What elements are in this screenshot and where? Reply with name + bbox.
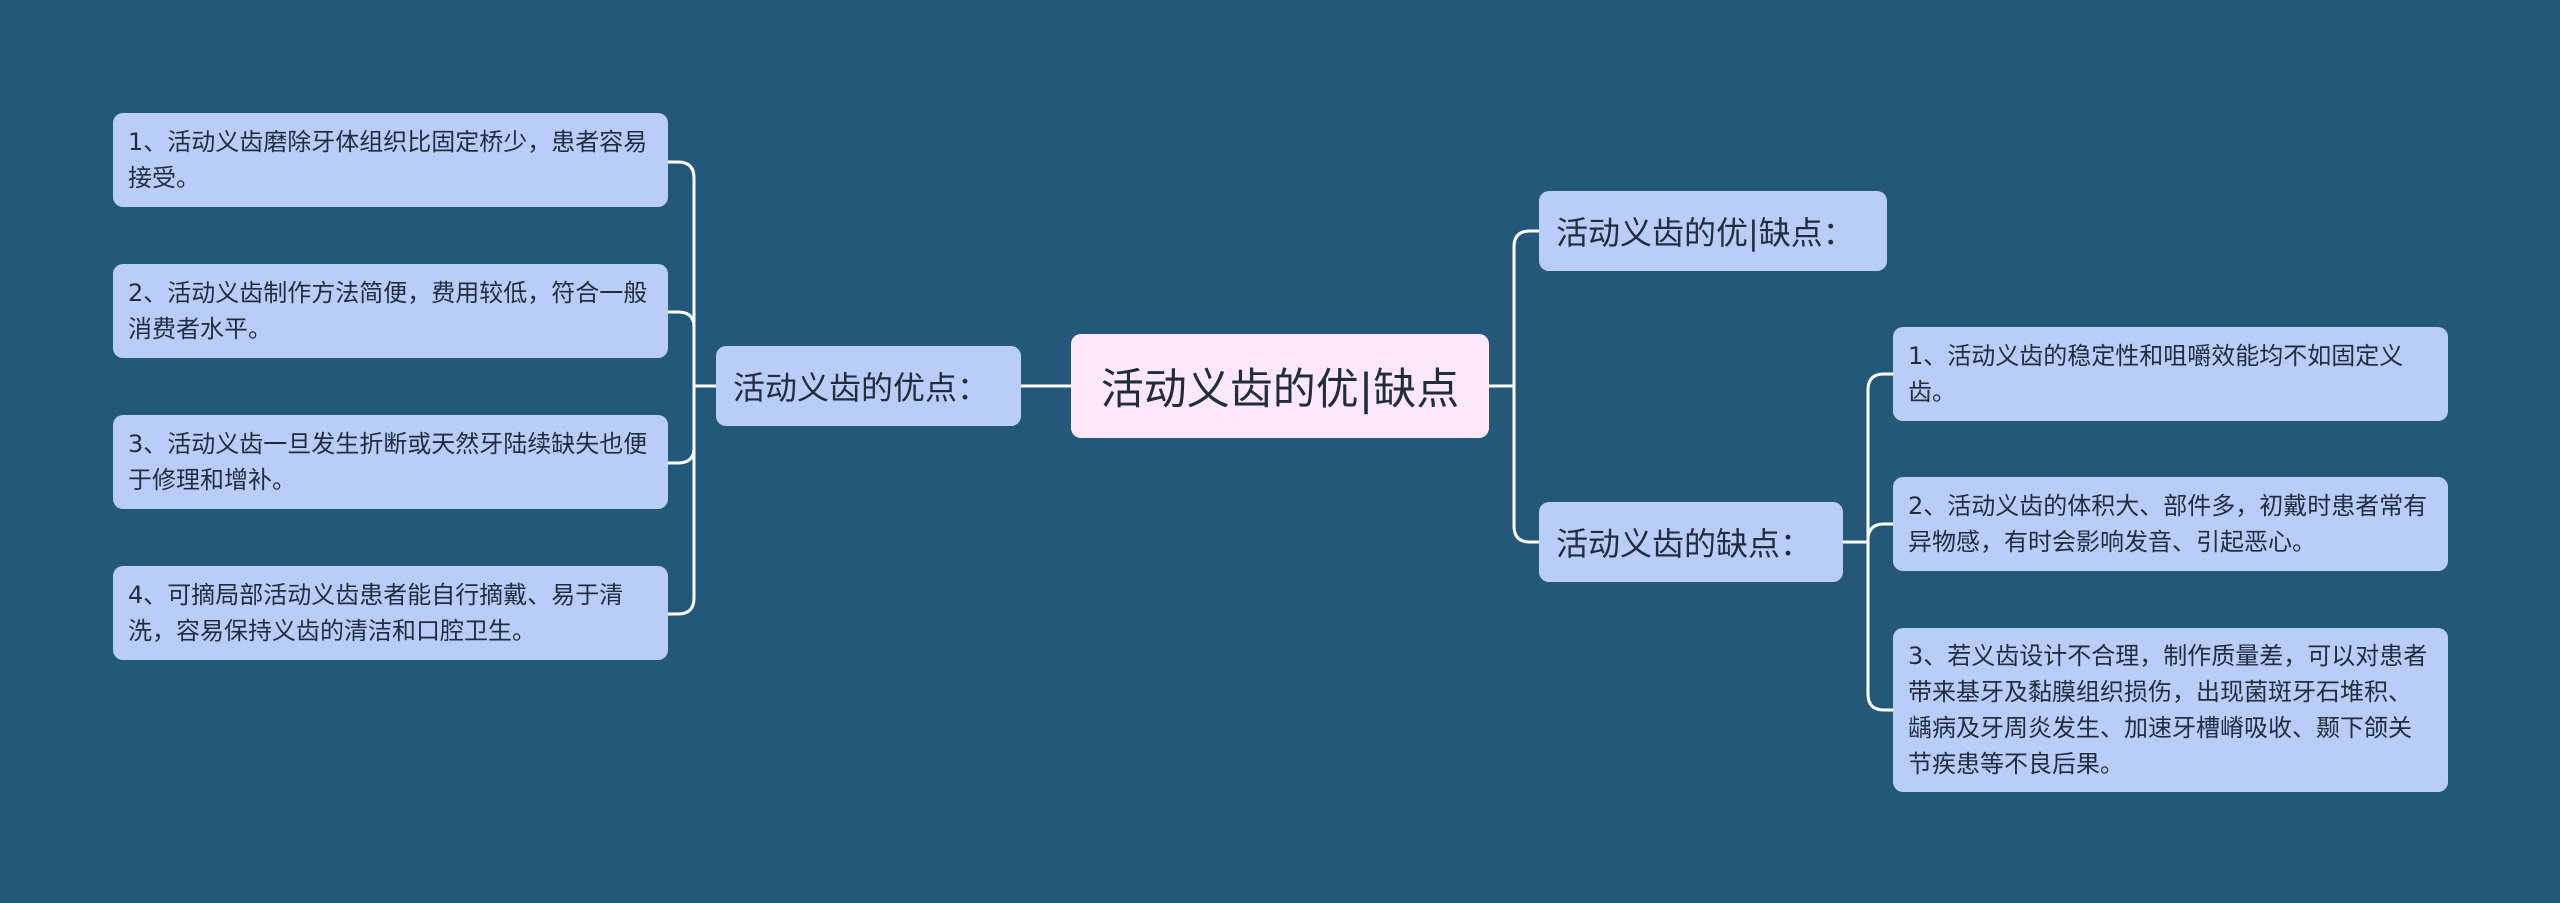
branch-advantages-label: 活动义齿的优点： (733, 369, 990, 407)
root-node[interactable]: 活动义齿的优|缺点 (1071, 334, 1489, 438)
leaf-text: 3、活动义齿一旦发生折断或天然牙陆续缺失也便于修理和增补。 (128, 430, 648, 494)
leaf-text: 3、若义齿设计不合理，制作质量差，可以对患者带来基牙及黏膜组织损伤，出现菌斑牙石… (1908, 642, 2428, 778)
connector-right-leaf-3 (1866, 540, 1895, 712)
connector-right-leaf-2 (1866, 522, 1895, 544)
connector-right-leaf-1 (1866, 372, 1895, 544)
connector-right-bottom (1512, 384, 1541, 544)
root-label: 活动义齿的优|缺点 (1100, 365, 1460, 415)
connector-left-leaf-1 (666, 160, 696, 388)
connector-left-leaf-3 (666, 384, 696, 465)
connector-left-leaf-4 (666, 384, 696, 616)
leaf-text: 2、活动义齿的体积大、部件多，初戴时患者常有异物感，有时会影响发音、引起恶心。 (1908, 492, 2428, 556)
branch-pros-cons-label: 活动义齿的优|缺点： (1556, 214, 1855, 252)
leaf-text: 2、活动义齿制作方法简便，费用较低，符合一般消费者水平。 (128, 279, 648, 343)
branch-advantages[interactable]: 活动义齿的优点： (716, 346, 1021, 426)
connector-right-top (1512, 229, 1541, 388)
leaf-advantage-4[interactable]: 4、可摘局部活动义齿患者能自行摘戴、易于清洗，容易保持义齿的清洁和口腔卫生。 (113, 566, 668, 660)
leaf-advantage-3[interactable]: 3、活动义齿一旦发生折断或天然牙陆续缺失也便于修理和增补。 (113, 415, 668, 509)
leaf-advantage-1[interactable]: 1、活动义齿磨除牙体组织比固定桥少，患者容易接受。 (113, 113, 668, 207)
leaf-disadvantage-2[interactable]: 2、活动义齿的体积大、部件多，初戴时患者常有异物感，有时会影响发音、引起恶心。 (1893, 477, 2448, 571)
leaf-text: 1、活动义齿磨除牙体组织比固定桥少，患者容易接受。 (128, 128, 648, 192)
branch-disadvantages[interactable]: 活动义齿的缺点： (1539, 502, 1843, 582)
leaf-disadvantage-3[interactable]: 3、若义齿设计不合理，制作质量差，可以对患者带来基牙及黏膜组织损伤，出现菌斑牙石… (1893, 628, 2448, 792)
leaf-advantage-2[interactable]: 2、活动义齿制作方法简便，费用较低，符合一般消费者水平。 (113, 264, 668, 358)
branch-disadvantages-label: 活动义齿的缺点： (1556, 525, 1813, 563)
leaf-disadvantage-1[interactable]: 1、活动义齿的稳定性和咀嚼效能均不如固定义齿。 (1893, 327, 2448, 421)
leaf-text: 4、可摘局部活动义齿患者能自行摘戴、易于清洗，容易保持义齿的清洁和口腔卫生。 (128, 581, 624, 645)
branch-pros-cons[interactable]: 活动义齿的优|缺点： (1539, 191, 1887, 271)
connector-left-leaf-2 (666, 310, 696, 388)
leaf-text: 1、活动义齿的稳定性和咀嚼效能均不如固定义齿。 (1908, 342, 2404, 406)
